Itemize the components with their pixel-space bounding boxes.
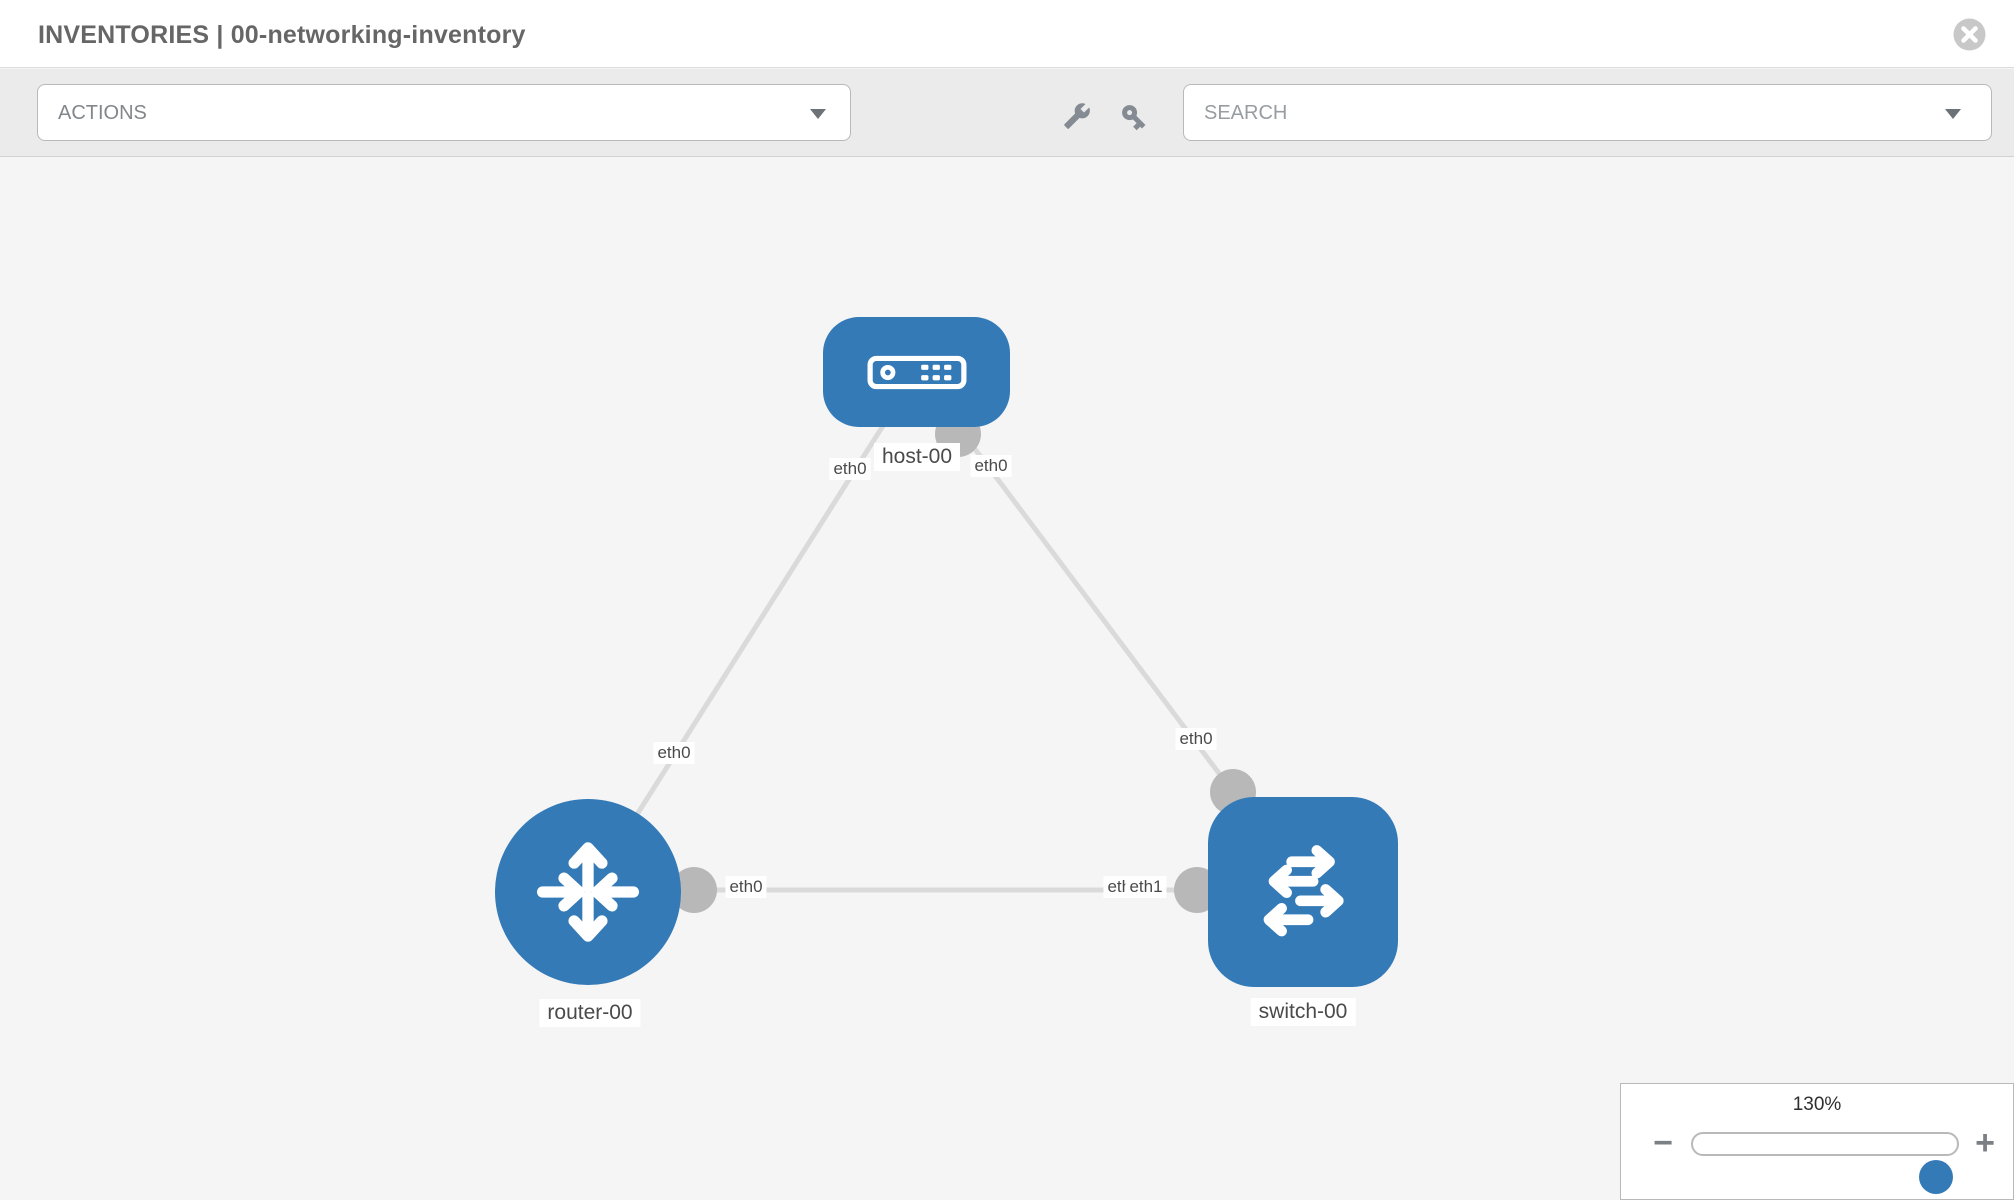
wrench-icon (1064, 103, 1090, 129)
zoom-out-button[interactable]: − (1653, 1124, 1673, 1162)
interface-port (671, 867, 717, 913)
port-label: eth1 (1125, 876, 1167, 898)
zoom-slider-thumb[interactable] (1919, 1160, 1953, 1194)
port-label: eth0 (970, 455, 1012, 477)
key-icon (1122, 105, 1146, 131)
chevron-down-icon (810, 109, 826, 119)
port-label: eth0 (829, 458, 871, 480)
node-label-switch: switch-00 (1250, 998, 1356, 1026)
node-router-00[interactable] (495, 799, 681, 985)
actions-dropdown-label: ACTIONS (58, 102, 147, 124)
wrench-button[interactable] (1063, 102, 1091, 135)
header: INVENTORIES | 00-networking-inventory (0, 0, 2014, 68)
port-label: eth0 (1175, 728, 1217, 750)
search-dropdown[interactable]: SEARCH (1183, 84, 1992, 141)
search-placeholder: SEARCH (1204, 102, 1288, 124)
key-button[interactable] (1119, 102, 1149, 137)
node-label-router: router-00 (539, 999, 641, 1027)
switch-icon (1263, 845, 1344, 937)
topology-canvas[interactable] (0, 157, 2014, 1200)
zoom-panel: 130% − + (1620, 1083, 2014, 1200)
host-icon (867, 355, 966, 389)
zoom-slider-track[interactable] (1691, 1132, 1959, 1194)
port-label: eth0 (653, 742, 695, 764)
close-button[interactable] (1953, 18, 1986, 51)
actions-dropdown[interactable]: ACTIONS (37, 84, 851, 141)
node-label-host: host-00 (873, 443, 961, 471)
close-icon (1953, 18, 1986, 51)
chevron-down-icon (1945, 109, 1961, 119)
node-host-00[interactable] (823, 317, 1010, 427)
page-title: INVENTORIES | 00-networking-inventory (38, 21, 526, 49)
toolbar: ACTIONS SEARCH (0, 69, 2014, 157)
zoom-in-button[interactable]: + (1975, 1124, 1995, 1162)
port-label: eth0 (725, 876, 767, 898)
zoom-level: 130% (1792, 1094, 1842, 1115)
node-switch-00[interactable] (1208, 797, 1398, 987)
router-icon (536, 842, 640, 942)
